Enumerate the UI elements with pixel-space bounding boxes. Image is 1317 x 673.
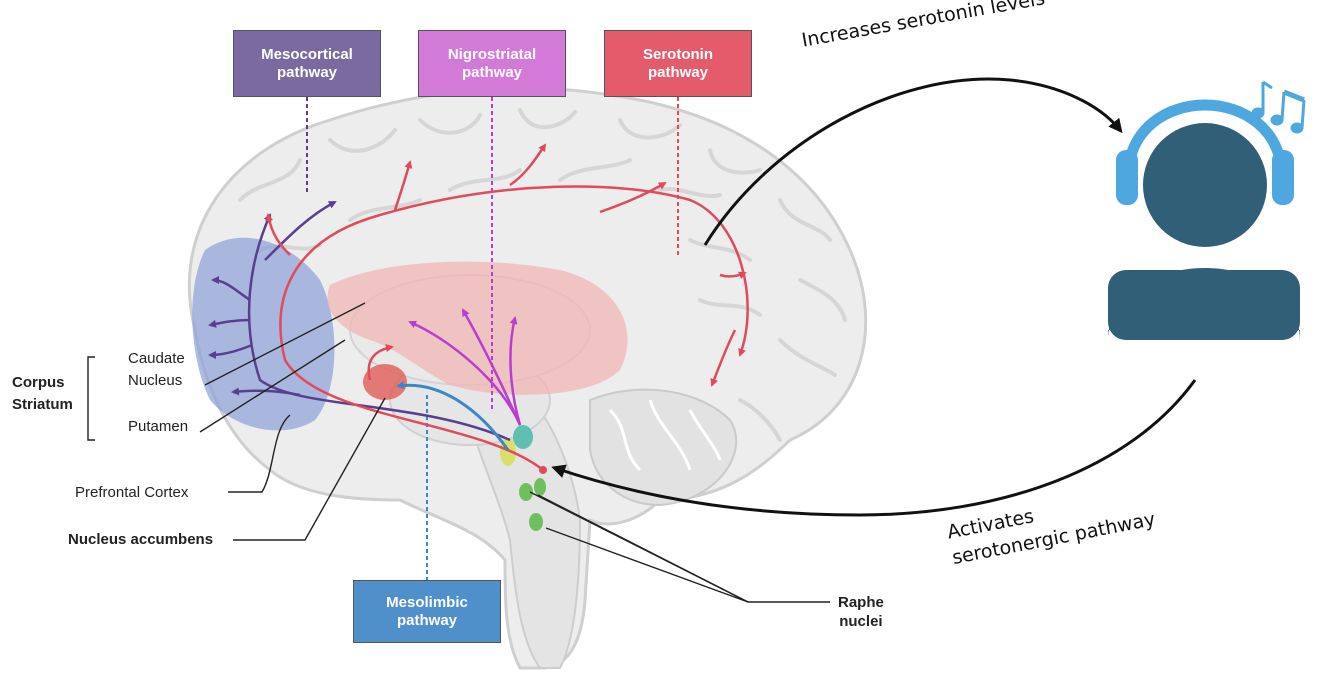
serotonin-pathway-box: Serotonin pathway (604, 30, 752, 97)
raphe-nucleus-2 (534, 478, 546, 496)
mesocortical-pathway-box: Mesocortical pathway (233, 30, 381, 97)
caudate-nucleus-label: Caudate Nucleus (128, 348, 185, 392)
nucleus-accumbens-label: Nucleus accumbens (68, 531, 213, 548)
raphe-nucleus-3 (529, 513, 543, 531)
person-with-headphones-icon (1108, 105, 1300, 340)
substantia-nigra-region (513, 425, 533, 449)
putamen-label: Putamen (128, 418, 188, 435)
raphe-nuclei-label: Raphe nuclei (838, 593, 884, 631)
corpus-striatum-label: Corpus Striatum (12, 372, 73, 416)
nigrostriatal-pathway-box: Nigrostriatal pathway (418, 30, 566, 97)
mesolimbic-pathway-box: Mesolimbic pathway (353, 580, 501, 643)
prefrontal-cortex-label: Prefrontal Cortex (75, 484, 188, 501)
